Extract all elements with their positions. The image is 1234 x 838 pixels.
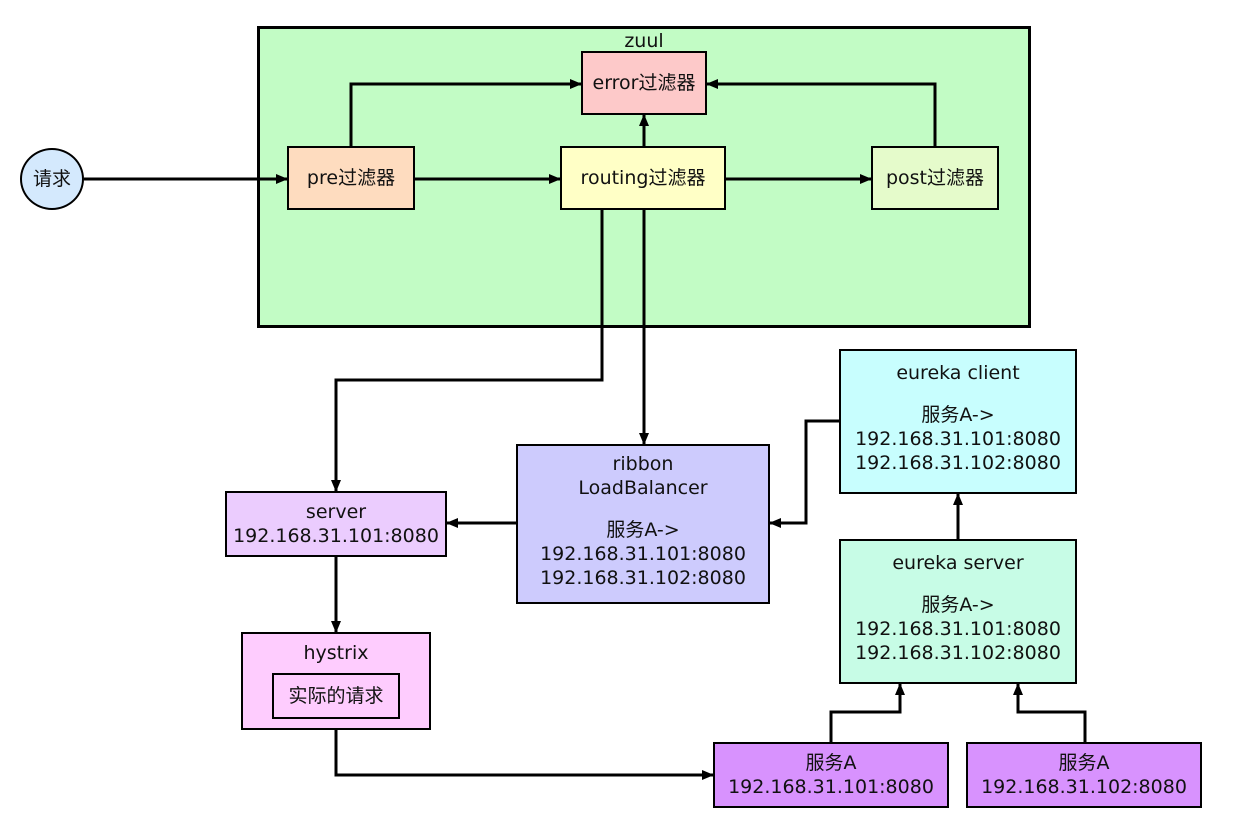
actual-request-label: 实际的请求 <box>288 685 384 707</box>
ribbon-loadbalancer-box: ribbon LoadBalancer 服务A-> 192.168.31.101… <box>516 444 770 604</box>
request-label: 请求 <box>32 168 71 190</box>
eureka-client-title: eureka client <box>896 362 1020 384</box>
ribbon-address-1: 192.168.31.101:8080 <box>540 543 746 565</box>
server-box: server 192.168.31.101:8080 <box>225 491 447 557</box>
service-a-instance-1: 服务A 192.168.31.101:8080 <box>713 742 949 808</box>
eureka-client-box: eureka client 服务A-> 192.168.31.101:8080 … <box>839 349 1077 494</box>
error-filter-label: error过滤器 <box>592 72 696 94</box>
ribbon-subtitle: LoadBalancer <box>578 477 708 499</box>
server-address: 192.168.31.101:8080 <box>233 525 439 547</box>
server-title: server <box>305 501 367 523</box>
request-node: 请求 <box>20 148 84 210</box>
pre-filter-label: pre过滤器 <box>306 167 396 189</box>
service-a1-address: 192.168.31.101:8080 <box>728 776 934 798</box>
eureka-server-box: eureka server 服务A-> 192.168.31.101:8080 … <box>839 539 1077 684</box>
routing-filter-label: routing过滤器 <box>580 167 706 189</box>
pre-filter-box: pre过滤器 <box>287 146 415 210</box>
service-a2-address: 192.168.31.102:8080 <box>981 776 1187 798</box>
actual-request-box: 实际的请求 <box>272 673 400 719</box>
arrow-pre-to-error <box>349 79 582 146</box>
arrow-service-a2-to-eureka-server <box>1013 683 1087 742</box>
service-a1-name: 服务A <box>805 752 857 774</box>
eureka-server-title: eureka server <box>892 552 1024 574</box>
arrow-post-to-error <box>706 79 937 146</box>
eureka-server-address-1: 192.168.31.101:8080 <box>855 618 1061 640</box>
ribbon-address-2: 192.168.31.102:8080 <box>540 567 746 589</box>
hystrix-title: hystrix <box>303 642 369 664</box>
error-filter-box: error过滤器 <box>581 51 707 115</box>
eureka-client-address-2: 192.168.31.102:8080 <box>855 452 1061 474</box>
eureka-server-service-label: 服务A-> <box>921 594 995 616</box>
post-filter-label: post过滤器 <box>885 167 985 189</box>
post-filter-box: post过滤器 <box>871 146 999 210</box>
routing-filter-box: routing过滤器 <box>560 146 726 210</box>
ribbon-title: ribbon <box>612 453 674 475</box>
arrow-eureka-client-to-ribbon <box>769 419 839 528</box>
arrow-routing-to-server <box>331 210 604 492</box>
arrow-service-a1-to-eureka-server <box>829 683 905 742</box>
arrow-hystrix-to-service-a1 <box>334 730 714 780</box>
eureka-server-address-2: 192.168.31.102:8080 <box>855 642 1061 664</box>
service-a-instance-2: 服务A 192.168.31.102:8080 <box>966 742 1202 808</box>
eureka-client-address-1: 192.168.31.101:8080 <box>855 428 1061 450</box>
zuul-title: zuul <box>624 30 664 52</box>
ribbon-service-label: 服务A-> <box>606 519 680 541</box>
eureka-client-service-label: 服务A-> <box>921 404 995 426</box>
service-a2-name: 服务A <box>1058 752 1110 774</box>
